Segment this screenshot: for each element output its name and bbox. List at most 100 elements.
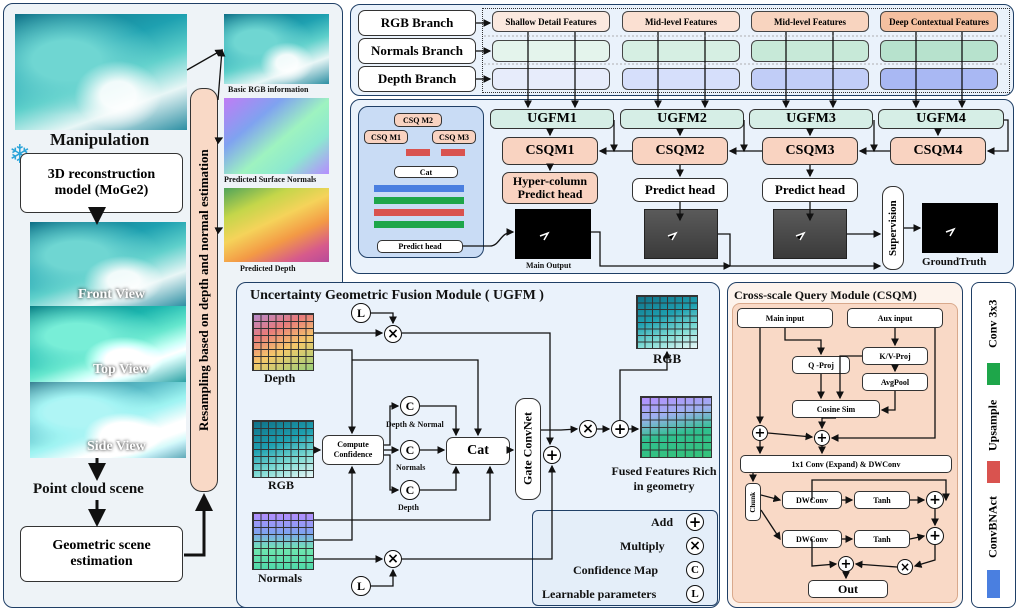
aux-input-box: Aux input <box>847 308 943 328</box>
multiply-bottom: × <box>384 550 402 568</box>
ugfm3-box: UGFM3 <box>749 109 873 129</box>
chunk-label: Chunk <box>749 491 757 513</box>
q-proj-box: Q -Proj <box>792 356 850 374</box>
cat-box: Cat <box>446 437 510 465</box>
depth-band-2 <box>622 68 740 90</box>
resampling-bar: Resampling based on depth and normal est… <box>190 88 218 492</box>
csqm4-box: CSQM4 <box>890 137 986 165</box>
rgb-label: RGB <box>268 478 295 492</box>
inset-cat: Cat <box>394 166 458 178</box>
conv-legend-label: Conv 3x3 <box>985 299 1000 349</box>
side-view-label: Side View <box>87 439 146 454</box>
output-image-2 <box>644 209 718 259</box>
normals-band-3 <box>751 40 869 62</box>
normals-caption: Predicted Surface Normals <box>224 175 317 184</box>
inset-stack-green-1 <box>374 197 464 204</box>
ground-truth-image <box>922 203 998 253</box>
out-box: Out <box>808 580 888 598</box>
convbnact-legend-label: ConvBNAct <box>985 496 1000 558</box>
legend-learnable-icon: L <box>686 585 704 603</box>
ugfm-panel-title: Uncertainty Geometric Fusion Module ( UG… <box>250 288 544 303</box>
manipulation-image <box>15 14 187 130</box>
feature-label-3: Mid-level Features <box>751 11 869 32</box>
csqm-inset <box>358 106 484 258</box>
normals-branch-box: Normals Branch <box>358 38 476 64</box>
tanh-top-box: Tanh <box>854 491 910 509</box>
main-output-label: Main Output <box>526 261 572 270</box>
feature-label-1: Shallow Detail Features <box>492 11 610 32</box>
normals-band-4 <box>880 40 998 62</box>
depth-label: Depth <box>264 371 296 385</box>
fused-feature-grid <box>640 396 712 458</box>
rgb-feature-grid <box>252 420 314 478</box>
confidence-depth-normal: C <box>400 396 420 416</box>
csqm-multiply: × <box>897 559 913 575</box>
depth-feature-grid <box>252 313 314 371</box>
inset-predict-head: Predict head <box>377 240 463 253</box>
add-fuse: + <box>611 420 629 438</box>
depth-caption-small: Depth <box>398 503 419 512</box>
legend-multiply-icon: × <box>686 537 704 555</box>
depth-band-3 <box>751 68 869 90</box>
legend-learnable-label: Learnable parameters <box>542 587 657 601</box>
conv-expand-box: 1x1 Conv (Expand) & DWConv <box>740 455 952 473</box>
compute-confidence-box: Compute Confidence <box>322 435 384 465</box>
side-view-image <box>30 382 186 458</box>
feature-label-2: Mid-level Features <box>622 11 740 32</box>
manipulation-label: Manipulation <box>50 130 150 149</box>
supervision-box: Supervision <box>882 186 904 270</box>
tanh-bottom-box: Tanh <box>854 530 910 548</box>
csqm-add-out: + <box>838 556 854 572</box>
inset-csqm3: CSQ M3 <box>432 130 476 144</box>
normals-label: Normals <box>258 571 302 585</box>
chunk-box: Chunk <box>745 483 761 521</box>
ground-truth-label: GroundTruth <box>922 256 987 268</box>
multiply-fuse: × <box>579 420 597 438</box>
inset-stack-red <box>374 209 464 216</box>
conv-legend-swatch <box>987 363 1000 385</box>
normals-feature-grid <box>252 512 314 570</box>
point-cloud-label: Point cloud scene <box>33 481 144 497</box>
learnable-param-bottom: L <box>351 576 371 596</box>
legend-confidence-icon: C <box>686 561 704 579</box>
normals-caption-small: Normals <box>396 463 426 472</box>
add-gate: + <box>543 446 561 464</box>
normals-thumbnail <box>224 98 329 174</box>
gate-convnet-box: Gate ConvNet <box>515 398 541 500</box>
hyper-column-head: Hyper-column Predict head <box>502 172 598 204</box>
csqm-add-4: + <box>926 527 944 545</box>
depth-branch-box: Depth Branch <box>358 66 476 92</box>
ugfm4-box: UGFM4 <box>878 109 1004 129</box>
convbnact-legend-swatch <box>987 570 1000 598</box>
predict-head-2: Predict head <box>632 178 728 202</box>
inset-upsample-1 <box>406 149 430 156</box>
main-output-image <box>515 209 591 259</box>
legend-multiply-label: Multiply <box>620 539 665 553</box>
dwconv-top-box: DWConv <box>782 491 842 509</box>
fused-features-label: Fused Features Rich in geometry <box>611 464 717 493</box>
inset-csqm1: CSQ M1 <box>364 130 408 144</box>
predict-head-3: Predict head <box>762 178 858 202</box>
legend-add-label: Add <box>651 515 674 529</box>
front-view-label: Front View <box>78 287 146 302</box>
csqm1-box: CSQM1 <box>502 137 598 165</box>
dwconv-bottom-box: DWConv <box>782 530 842 548</box>
csqm-add-1: + <box>752 425 768 441</box>
kv-proj-box: K/V-Proj <box>862 347 928 365</box>
multiply-top: × <box>384 325 402 343</box>
top-view-image <box>30 306 186 382</box>
feature-label-4: Deep Contextual Features <box>880 11 998 32</box>
output-image-3 <box>773 209 847 259</box>
legend-confidence-label: Confidence Map <box>573 563 658 577</box>
front-view-image <box>30 222 186 306</box>
avgpool-box: AvgPool <box>862 373 928 391</box>
csqm3-box: CSQM3 <box>762 137 858 165</box>
csqm-panel-title: Cross-scale Query Module (CSQM) <box>734 288 917 302</box>
main-input-box: Main input <box>737 308 833 328</box>
csqm-add-3: + <box>926 491 944 509</box>
geometric-estimation-box: Geometric scene estimation <box>20 526 183 582</box>
rgb-output-label: RGB <box>653 351 682 366</box>
inset-stack-blue-1 <box>374 185 464 192</box>
rgb-branch-box: RGB Branch <box>358 10 476 36</box>
upsample-legend-swatch <box>987 461 1000 483</box>
